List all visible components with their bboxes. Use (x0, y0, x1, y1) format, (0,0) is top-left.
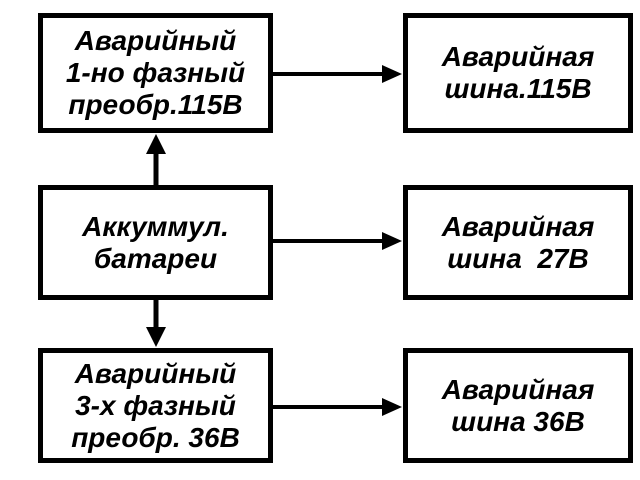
node-emergency-bus-27v: Аварийная шина 27В (403, 185, 633, 300)
node-label-line: преобр.115В (68, 89, 243, 120)
node-label-line: Аварийная (441, 373, 595, 405)
node-label-line: батареи (93, 242, 218, 274)
node-emergency-bus-36v: Аварийная шина 36В (403, 348, 633, 463)
node-batteries: Аккуммул. батареи (38, 185, 273, 300)
node-emergency-3ph-inverter-36v: Аварийный 3-х фазный преобр. 36В (38, 348, 273, 463)
arrowhead-bus27 (382, 232, 402, 250)
node-label-line: Аварийный (74, 357, 237, 389)
arrowhead-bus36 (382, 398, 402, 416)
arrowhead-inv36 (146, 327, 166, 347)
arrowhead-inv115 (146, 134, 166, 154)
node-label-line: Аварийная (441, 210, 595, 242)
node-label-line: шина.115В (444, 73, 592, 104)
node-label-line: 3-х фазный (75, 389, 236, 421)
node-label-line: шина 36В (451, 405, 585, 437)
node-label-line: 1-но фазный (65, 57, 246, 88)
node-label-line: Аварийный (74, 25, 237, 56)
node-label-line: преобр. 36В (71, 421, 240, 453)
node-label-line: шина 27В (447, 242, 589, 274)
arrowhead-bus115 (382, 65, 402, 83)
node-label-line: Аварийная (441, 41, 595, 72)
node-emergency-bus-115v: Аварийная шина.115В (403, 13, 633, 133)
node-label-line: Аккуммул. (82, 210, 229, 242)
node-emergency-1ph-inverter-115v: Аварийный 1-но фазный преобр.115В (38, 13, 273, 133)
